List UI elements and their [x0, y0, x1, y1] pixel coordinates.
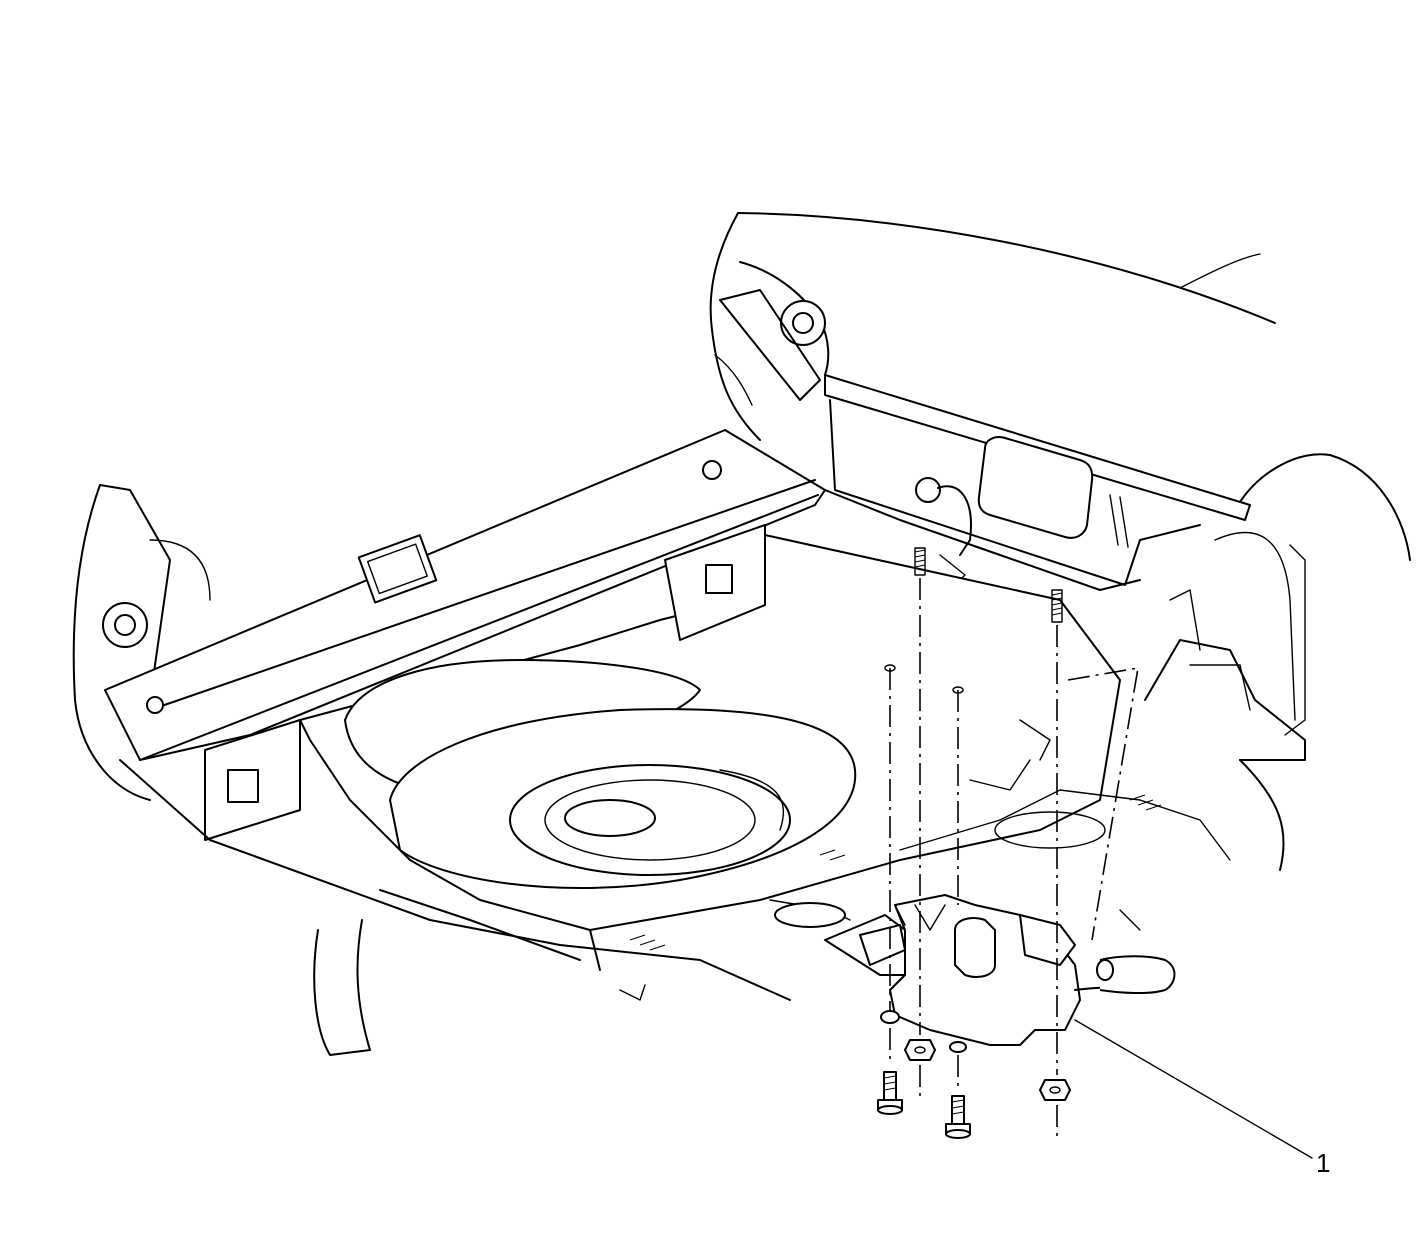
washer-center — [949, 1041, 967, 1053]
nut-center — [904, 1039, 936, 1061]
bolt-left — [877, 1071, 903, 1115]
left-wheel-housing — [72, 484, 371, 1056]
roof-outline — [709, 212, 1276, 331]
bolt-center — [945, 1095, 971, 1139]
callout-1-leader — [1074, 1019, 1313, 1159]
callout-1-label: 1 — [1316, 1148, 1331, 1178]
fasteners — [877, 547, 1071, 1139]
installation-lines — [884, 578, 1139, 1140]
panel-hatching — [629, 794, 1162, 951]
stud-center — [914, 547, 926, 576]
nut-right — [1039, 1079, 1071, 1101]
rear-panel — [824, 374, 1251, 591]
right-quarter-panel — [1119, 453, 1411, 931]
stud-right — [1051, 589, 1063, 623]
washer-left — [880, 1010, 900, 1024]
right-strut-tower — [711, 261, 830, 441]
rear-cross-member — [104, 429, 826, 781]
bracket-module-assembly — [824, 894, 1176, 1046]
trunk-floor — [119, 524, 1231, 1001]
